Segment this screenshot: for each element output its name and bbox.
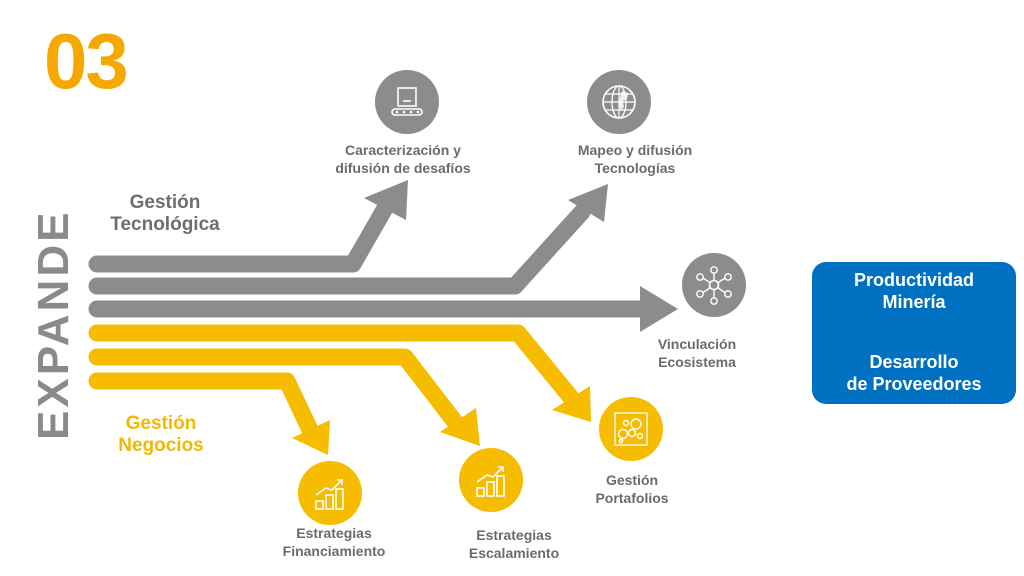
arrow-mapeo [88,203,591,295]
label-vinculacion: Vinculación Ecosistema [657,336,737,370]
arrow-financiamiento [88,372,320,441]
arrow-caracterizacion [88,201,393,273]
portafolios-node [599,397,663,461]
financiamiento-node [298,461,362,525]
mapeo-node [587,70,651,134]
growth-chart-icon [476,466,505,497]
arrowhead-escalamiento [440,408,480,446]
escalamiento-node [459,448,523,512]
label-caracterizacion: Caracterización y difusión de desafíos [335,142,471,176]
label-financiamiento: Estrategias Financiamiento [282,525,386,559]
outcome-box: Productividad Minería Desarrollo de Prov… [812,262,1016,404]
slide-number: 03 [44,17,129,105]
label-portafolios: Gestión Portafolios [595,472,669,506]
arrowhead-financiamiento [292,420,330,455]
globe-icon [602,85,636,119]
network-icon [696,266,732,305]
arrowhead-caracterizacion [364,180,408,220]
outcome-desarrollo: Desarrollo de Proveedores [846,352,982,394]
conveyor-box-icon [391,87,423,116]
arrow-escalamiento [88,348,464,431]
growth-chart-icon [315,479,344,510]
group-gestion-negocios: Gestión Negocios [118,413,204,456]
portfolio-bubbles-icon [614,412,648,446]
group-gestion-tecnologica: Gestión Tecnológica [110,192,220,235]
label-mapeo: Mapeo y difusión Tecnologías [577,142,693,176]
label-escalamiento: Estrategias Escalamiento [468,527,560,561]
arrowhead-portafolios [552,386,591,422]
vinculacion-node [682,253,746,317]
arrowhead-mapeo [568,184,608,222]
arrow-portafolios [88,324,582,409]
caracterizacion-node [375,70,439,134]
outcome-productividad: Productividad Minería [853,270,974,312]
arrowhead-vinculacion [640,286,678,332]
